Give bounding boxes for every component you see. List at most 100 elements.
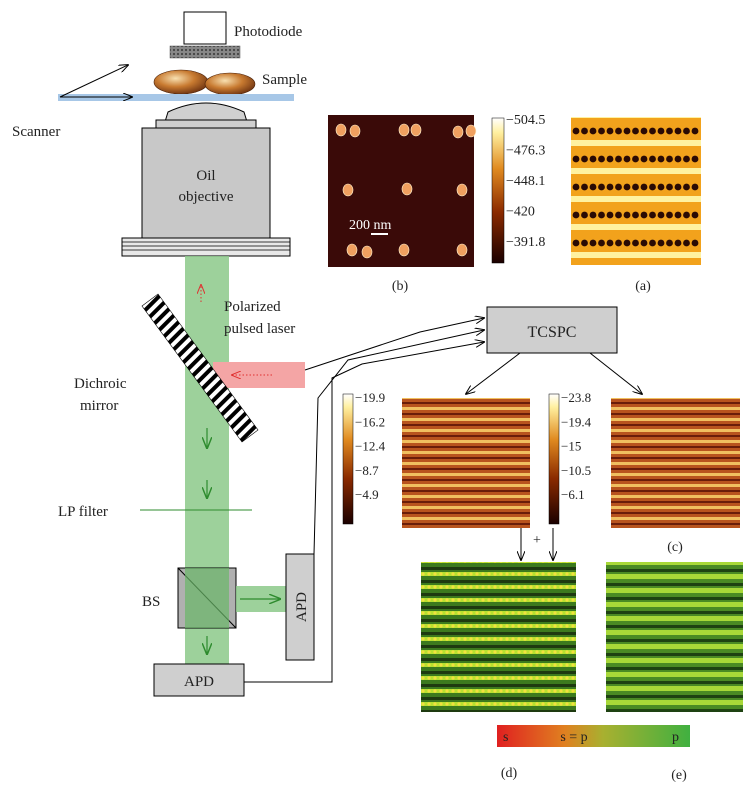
topo-dot [623,211,631,219]
afm-particle [456,183,468,197]
colorbar-tick-label: −476.3 [506,144,545,159]
topo-dot [632,239,639,247]
colorbar-tick-label: −10.5 [561,463,591,478]
afm-particle [398,243,410,257]
topo-dot [666,183,673,191]
topo-dot [657,155,665,163]
afm-particle [335,123,347,137]
sample-label: Sample [262,72,307,88]
colorbar-tick-label: −19.4 [561,414,592,429]
topo-dot [623,155,631,163]
bs-overlay [185,568,229,628]
topo-dot [666,155,673,163]
colorbar-left [342,393,354,525]
topo-dot [632,211,639,219]
colorbar-tick-label: −8.7 [355,463,379,478]
topo-dot [683,127,690,135]
laser-beam [213,362,305,388]
panel-label-c: (c) [667,540,683,555]
colorbar-tick-label: −420 [506,205,535,220]
topo-dot [572,155,580,163]
sample-grain-1 [153,69,209,95]
wire-tcspc-to-left-image [466,352,521,394]
topo-dot [649,127,656,135]
pol-bar-right: p [672,730,679,745]
topo-dot [581,239,588,247]
topo-dot [674,127,682,135]
afm-particle [398,123,410,137]
apd-bottom-box [153,663,245,697]
colorbar-right-ticks: −23.8−19.4−15−10.5−6.1 [561,390,592,502]
topo-dot [683,155,690,163]
lp-filter-label: LP filter [58,504,108,520]
topo-dot [589,239,597,247]
pol-bar-left: s [503,730,508,745]
topo-dot [666,211,673,219]
topo-dots [572,127,699,247]
apd-bottom-label: APD [184,674,214,690]
topo-dot [691,183,699,191]
wire-laser-to-tcspc [304,318,484,371]
topo-dot [666,239,673,247]
wire-tcspc-to-right-image [589,352,642,394]
colorbar-tick-label: −4.9 [355,487,379,502]
scanner-stage [58,94,294,101]
topo-dot [572,183,580,191]
apd-right-box [285,553,315,661]
photodiode-filter [169,45,241,59]
scanner-label: Scanner [12,124,60,140]
topo-dot [649,211,656,219]
topo-dot [572,239,580,247]
afm-particle [342,183,354,197]
colorbar-tick-label: −16.2 [355,414,385,429]
laser-label-line2: pulsed laser [224,321,295,337]
scale-bar-label: 200 nm [349,218,392,233]
colorbar-tick-label: −23.8 [561,390,591,405]
polarization-colorbar [497,725,690,747]
topo-dot [632,155,639,163]
colorbar-tick-label: −19.9 [355,390,385,405]
topo-dot [598,211,605,219]
topo-dot [589,211,597,219]
topo-dot [623,127,631,135]
colorbar-tick-label: −448.1 [506,174,545,189]
wire-apd-bottom-to-tcspc [244,342,484,683]
pol-bar-middle: s = p [560,730,587,745]
scanner-arrow-diagonal [59,65,128,98]
objective-thread [121,237,291,257]
afm-particle [361,245,373,259]
topo-dot [640,211,648,219]
afm-particle [401,182,413,196]
photodiode-box [183,11,227,45]
afm-particle [346,243,358,257]
afm-particle [465,124,477,138]
topo-dot [683,239,690,247]
bs-label: BS [142,594,160,610]
plus-sign: + [533,533,541,548]
colorbar-tick-label: −504.5 [506,113,545,128]
topo-dot [657,211,665,219]
panel-label-b: (b) [392,279,409,294]
sample-grain-2 [204,72,256,96]
panel-label-d: (d) [501,766,518,781]
topo-dot [674,155,682,163]
topo-dot [598,183,605,191]
topo-dot [640,155,648,163]
dichroic-mirror [141,293,259,443]
topo-dot [683,211,690,219]
topo-dot [589,183,597,191]
wire-apd-right-to-tcspc [313,330,484,555]
topo-dot [572,211,580,219]
colorbar-tick-label: −6.1 [561,487,585,502]
topo-dot [589,127,597,135]
colorbar-left-ticks: −19.9−16.2−12.4−8.7−4.9 [355,390,386,502]
topo-dot [606,183,614,191]
topo-dot [581,211,588,219]
topo-dot [606,127,614,135]
topo-dot [598,155,605,163]
afm-particle [456,243,468,257]
topo-dot [615,239,622,247]
colorbar-right [548,393,560,525]
topo-dot [572,127,580,135]
polarization-image-d [421,562,576,712]
